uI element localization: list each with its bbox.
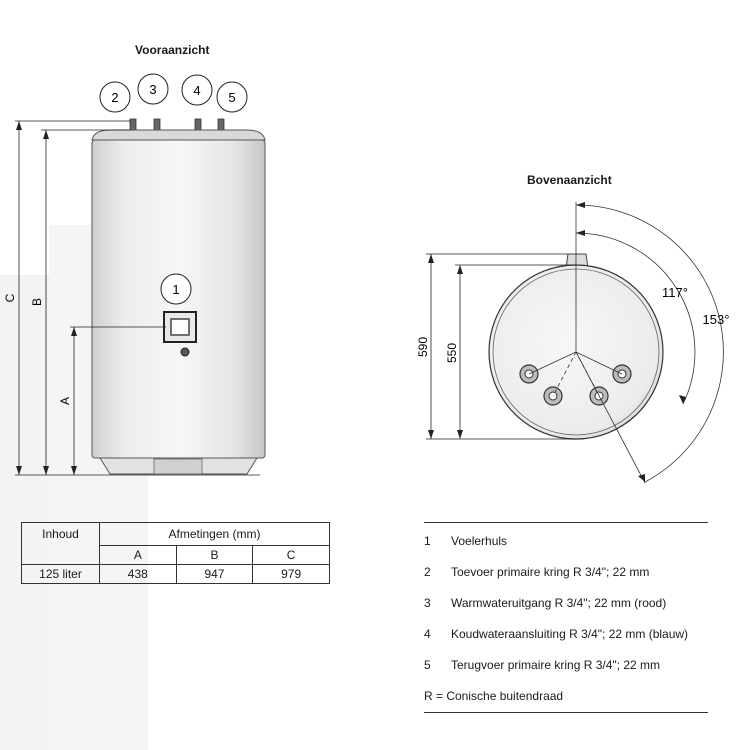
row-label: 125 liter xyxy=(21,564,100,584)
legend-bottom-rule xyxy=(424,712,708,713)
angle-label-153: 153° xyxy=(703,312,730,327)
base-foot xyxy=(153,458,203,475)
dimensions-table: Inhoud Afmetingen (mm) A B C 125 liter 4… xyxy=(21,522,330,584)
callout-3: 3 xyxy=(137,73,169,105)
legend-item: 2 Toevoer primaire kring R 3/4"; 22 mm xyxy=(424,564,650,579)
background-panel xyxy=(0,275,49,750)
cell-c: 979 xyxy=(252,564,330,584)
front-view-drawing: 2 3 4 5 xyxy=(3,73,266,476)
callout-1: 1 xyxy=(160,273,192,305)
dimension-label-b: B xyxy=(30,298,44,306)
legend-item: 1 Voelerhuls xyxy=(424,533,508,548)
angle-arrows xyxy=(576,202,686,482)
dimension-550: 550 xyxy=(445,343,459,363)
angle-arc-117 xyxy=(575,232,696,405)
column-a: A xyxy=(99,545,177,565)
column-b: B xyxy=(175,545,254,565)
svg-text:1: 1 xyxy=(172,282,179,297)
legend-item: 3 Warmwateruitgang R 3/4"; 22 mm (rood) xyxy=(424,595,667,610)
dimension-label-a: A xyxy=(58,397,72,405)
callout-4: 4 xyxy=(181,74,213,106)
column-c: C xyxy=(252,545,330,565)
dimension-590: 590 xyxy=(416,337,430,357)
front-dimension-arrows xyxy=(16,121,77,475)
angle-arc-153 xyxy=(575,204,724,483)
svg-text:3: 3 xyxy=(149,82,156,97)
sensor-knob xyxy=(180,347,190,357)
angle-label-117: 117° xyxy=(662,285,688,300)
table-row: 125 liter 438 947 979 xyxy=(21,564,330,584)
callout-5: 5 xyxy=(216,81,248,113)
legend-note: R = Conische buitendraad xyxy=(424,689,564,703)
callout-2: 2 xyxy=(99,81,131,113)
legend-item: 5 Terugvoer primaire kring R 3/4"; 22 mm xyxy=(424,657,660,672)
header-dimensions: Afmetingen (mm) xyxy=(99,522,330,546)
top-view-title: Bovenaanzicht xyxy=(527,173,612,187)
top-center-lines xyxy=(528,202,646,484)
svg-text:4: 4 xyxy=(193,83,200,98)
top-dimension-arrows xyxy=(428,254,463,439)
tank-top-cap xyxy=(91,129,266,141)
table-header-row: Inhoud Afmetingen (mm) xyxy=(21,522,330,565)
legend-item: 4 Koudwateraansluiting R 3/4"; 22 mm (bl… xyxy=(424,626,689,641)
header-capacity: Inhoud xyxy=(21,522,100,565)
top-view-drawing: 117° 153° 590 550 xyxy=(416,202,730,484)
dimension-label-c: C xyxy=(3,293,17,302)
table-subheader-row: A B C xyxy=(22,545,330,565)
cell-b: 947 xyxy=(175,564,254,584)
front-view-title: Vooraanzicht xyxy=(135,43,210,57)
top-pipe-stubs xyxy=(129,118,225,132)
top-dimension-lines xyxy=(426,253,576,440)
legend-top-rule xyxy=(424,522,708,523)
legend: 1 Voelerhuls 2 Toevoer primaire kring R … xyxy=(424,522,708,713)
front-dimension-lines xyxy=(15,120,260,476)
svg-text:2: 2 xyxy=(111,90,118,105)
cell-a: 438 xyxy=(99,564,177,584)
svg-text:5: 5 xyxy=(228,90,235,105)
